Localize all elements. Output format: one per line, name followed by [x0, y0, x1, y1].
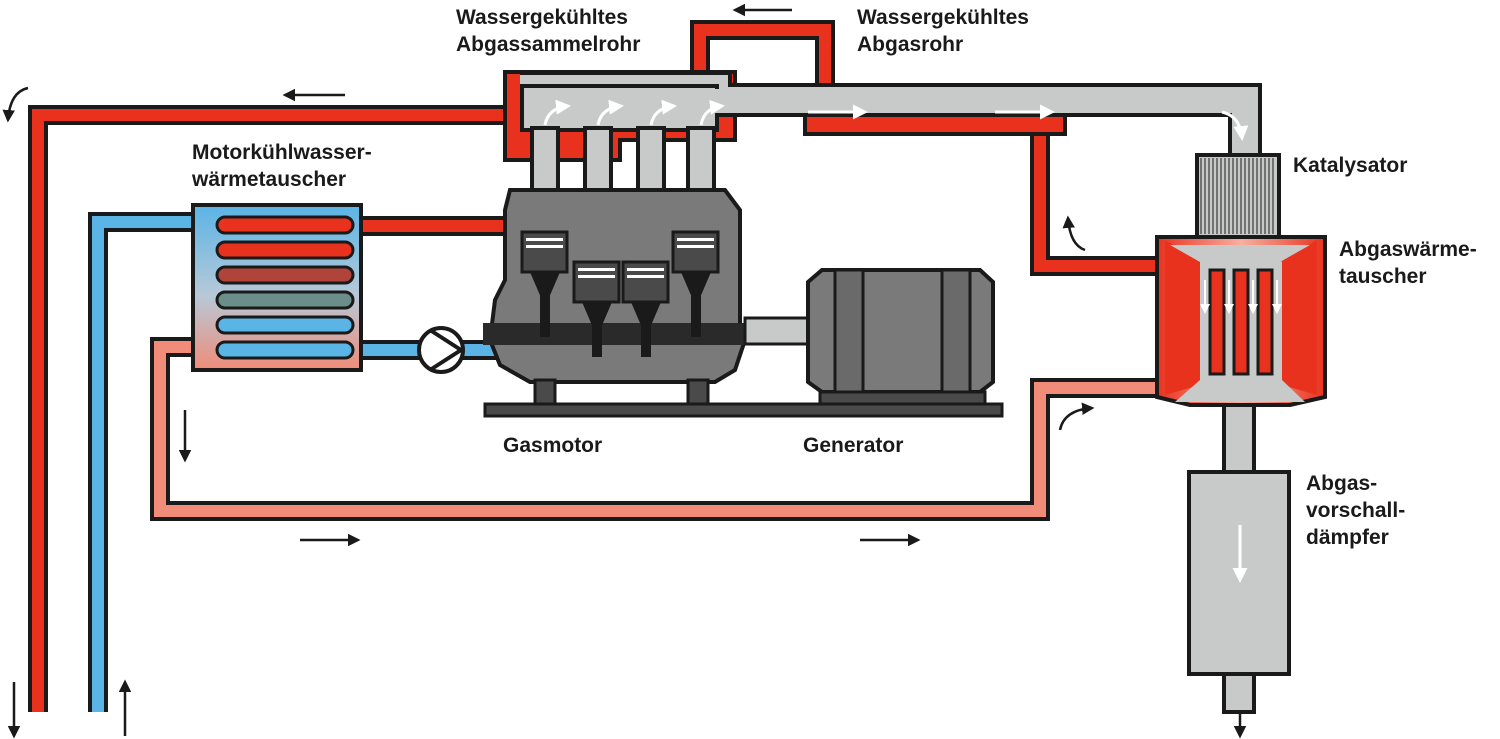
label-engine: Gasmotor: [503, 434, 603, 457]
gas-engine: [483, 188, 748, 407]
exhaust-to-silencer-duct: [1222, 403, 1256, 714]
label-exhaust-hx: Abgaswärme-tauscher: [1339, 238, 1477, 288]
label-silencer: Abgas-vorschall-dämpfer: [1306, 472, 1406, 549]
exhaust-flow-arrows: [543, 99, 1249, 141]
hot-water-to-exhaust-hx-pipe: [1030, 135, 1165, 276]
exhaust-silencer: [1187, 470, 1291, 676]
hot-water-bypass-pipe: [690, 20, 835, 92]
label-coolant-hx: Motorkühlwasser-wärmetauscher: [192, 141, 372, 191]
manifold-risers: [530, 126, 716, 192]
exhaust-heat-exchanger: [1155, 235, 1327, 407]
warm-return-pipe: [150, 337, 1170, 521]
catalyst: [1195, 153, 1281, 239]
flow-direction-arrows: [2, 3, 1247, 739]
label-generator: Generator: [803, 434, 904, 457]
coolant-pump: [417, 326, 465, 374]
base-frame: [483, 402, 1004, 418]
hot-water-outlet-pipe: [28, 105, 520, 712]
label-catalyst: Katalysator: [1293, 154, 1408, 177]
generator: [806, 268, 995, 406]
drive-shaft: [743, 316, 812, 346]
coolant-heat-exchanger: [191, 203, 363, 372]
cold-water-inlet-pipe: [88, 212, 195, 712]
